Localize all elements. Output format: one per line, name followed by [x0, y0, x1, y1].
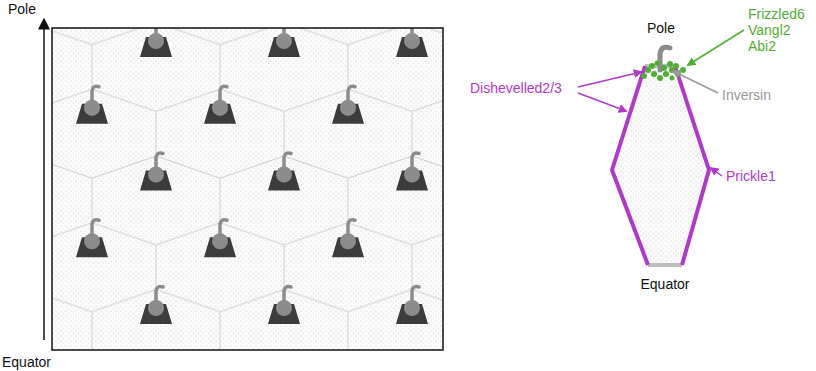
axis-arrow — [43, 20, 45, 340]
leader-line — [673, 71, 718, 93]
single-cell — [578, 30, 744, 265]
protein-label: Prickle1 — [726, 168, 776, 184]
leader-line — [578, 93, 626, 111]
axis-label: Equator — [640, 276, 689, 292]
protein-label: Frizzled6 Vangl2 Abi2 — [748, 6, 805, 54]
epithelium-panel — [44, 20, 443, 351]
axis-label: Pole — [8, 1, 36, 17]
leader-line — [711, 168, 722, 176]
protein-cluster — [641, 61, 686, 82]
protein-label: Inversin — [722, 87, 771, 103]
leader-line — [688, 30, 744, 65]
axis-label: Pole — [647, 20, 675, 36]
axis-label: Equator — [2, 354, 51, 370]
leader-line — [578, 72, 641, 87]
hair-bundles — [76, 28, 428, 324]
protein-label: Dishevelled2/3 — [470, 80, 562, 96]
